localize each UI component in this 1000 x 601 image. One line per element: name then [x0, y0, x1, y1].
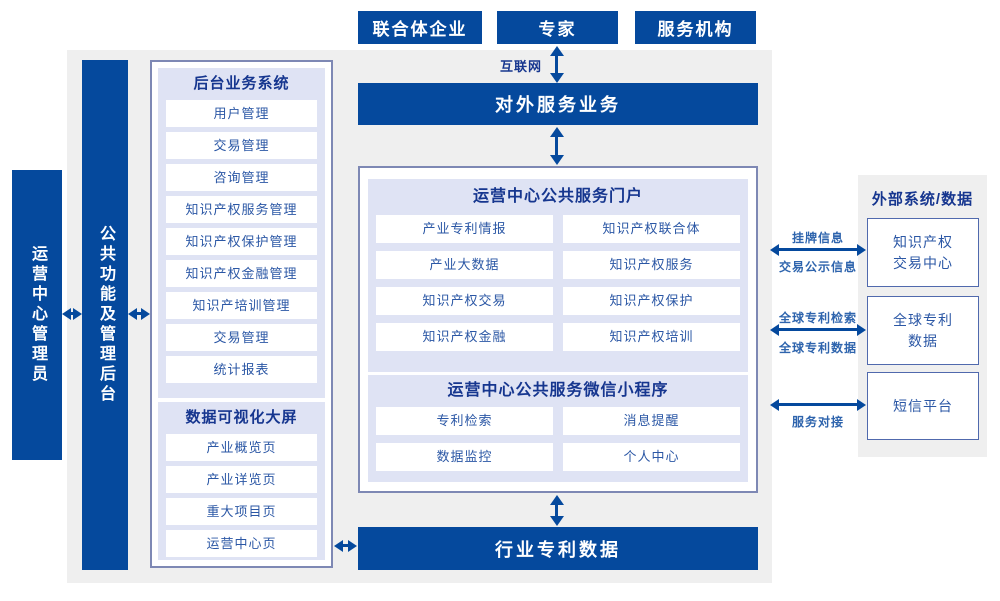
backend-item-trade-mgmt: 交易管理 [166, 132, 317, 159]
portal-item-ip-consortium: 知识产权联合体 [563, 215, 740, 243]
arrow-backend-to-systems [137, 312, 141, 315]
center-frame: 运营中心公共服务门户 产业专利情报 知识产权联合体 产业大数据 知识产权服务 知… [358, 166, 758, 493]
portal-item-ip-finance: 知识产权金融 [376, 323, 553, 351]
backend-item-ip-service-mgmt: 知识产权服务管理 [166, 196, 317, 223]
portal-item-ip-protection: 知识产权保护 [563, 287, 740, 315]
dashboard-item-major-projects: 重大项目页 [166, 498, 317, 525]
arrow-internet-vertical [555, 56, 558, 73]
miniprogram-title: 运营中心公共服务微信小程序 [447, 382, 669, 399]
portal-item-patent-intelligence: 产业专利情报 [376, 215, 553, 243]
miniprogram-item-patent-search: 专利检索 [376, 407, 553, 435]
backend-item-trade-mgmt-2: 交易管理 [166, 324, 317, 351]
backend-item-user-mgmt: 用户管理 [166, 100, 317, 127]
external-systems-title: 外部系统/数据 [871, 191, 974, 208]
backend-item-statistics-report: 统计报表 [166, 356, 317, 383]
external-systems-panel: 外部系统/数据 知识产权 交易中心 全球专利 数据 短信平台 [858, 175, 987, 457]
internet-label: 互联网 [499, 59, 542, 74]
miniprogram-panel: 运营中心公共服务微信小程序 专利检索 消息提醒 数据监控 个人中心 [368, 375, 748, 482]
public-functions-management-bar: 公共功能及管理后台 [82, 60, 128, 570]
arrow-portal-to-patent-data [555, 505, 558, 516]
portal-grid: 产业专利情报 知识产权联合体 产业大数据 知识产权服务 知识产权交易 知识产权保… [368, 215, 748, 359]
external-box-ip-trading-center: 知识产权 交易中心 [867, 218, 979, 287]
operations-center-admin-bar: 运营中心管理员 [12, 170, 62, 460]
dashboard-item-industry-detail: 产业详览页 [166, 466, 317, 493]
external-box-global-patent-data: 全球专利 数据 [867, 296, 979, 365]
backend-system-title: 后台业务系统 [193, 75, 290, 92]
link-label-global-patent-data: 全球专利数据 [778, 341, 857, 355]
arrow-service-to-portal [555, 137, 558, 155]
arrow-to-sms-platform [779, 403, 857, 406]
backend-item-ip-finance-mgmt: 知识产权金融管理 [166, 260, 317, 287]
arrow-to-global-patent-data [779, 328, 857, 331]
external-service-bar: 对外服务业务 [358, 83, 758, 125]
actor-box-service-institutions: 服务机构 [635, 11, 756, 44]
miniprogram-item-personal-center: 个人中心 [563, 443, 740, 471]
portal-item-ip-training: 知识产权培训 [563, 323, 740, 351]
portal-item-ip-service: 知识产权服务 [563, 251, 740, 279]
dashboard-item-operations-center: 运营中心页 [166, 530, 317, 557]
external-box-sms-platform: 短信平台 [867, 372, 979, 440]
arrow-to-ip-trading-center [779, 248, 857, 251]
link-label-global-patent-search: 全球专利检索 [778, 311, 857, 325]
link-label-listing-info: 挂牌信息 [791, 231, 844, 245]
backend-system-list: 用户管理 交易管理 咨询管理 知识产权服务管理 知识产权保护管理 知识产权金融管… [158, 100, 325, 394]
arrow-admin-to-backend [71, 312, 73, 315]
portal-title: 运营中心公共服务门户 [472, 188, 643, 205]
actor-box-experts: 专家 [497, 11, 618, 44]
portal-item-industry-bigdata: 产业大数据 [376, 251, 553, 279]
backend-item-ip-training-mgmt: 知识产培训管理 [166, 292, 317, 319]
backend-item-ip-protection-mgmt: 知识产权保护管理 [166, 228, 317, 255]
arrow-dashboard-to-patent-data [343, 544, 348, 547]
miniprogram-grid: 专利检索 消息提醒 数据监控 个人中心 [368, 407, 748, 479]
miniprogram-item-message-alert: 消息提醒 [563, 407, 740, 435]
dashboard-item-industry-overview: 产业概览页 [166, 434, 317, 461]
backend-item-consult-mgmt: 咨询管理 [166, 164, 317, 191]
miniprogram-item-data-monitor: 数据监控 [376, 443, 553, 471]
backend-container-frame: 后台业务系统 用户管理 交易管理 咨询管理 知识产权服务管理 知识产权保护管理 … [150, 60, 333, 568]
backend-system-panel: 后台业务系统 用户管理 交易管理 咨询管理 知识产权服务管理 知识产权保护管理 … [158, 68, 325, 398]
actor-box-consortium-enterprises: 联合体企业 [358, 11, 482, 44]
link-label-service-connection: 服务对接 [791, 415, 844, 429]
industry-patent-data-bar: 行业专利数据 [358, 527, 758, 570]
dashboard-list: 产业概览页 产业详览页 重大项目页 运营中心页 [158, 434, 325, 568]
dashboard-title: 数据可视化大屏 [185, 409, 298, 426]
portal-item-ip-trade: 知识产权交易 [376, 287, 553, 315]
portal-panel: 运营中心公共服务门户 产业专利情报 知识产权联合体 产业大数据 知识产权服务 知… [368, 179, 748, 372]
link-label-transaction-publicity: 交易公示信息 [778, 260, 857, 274]
dashboard-panel: 数据可视化大屏 产业概览页 产业详览页 重大项目页 运营中心页 [158, 402, 325, 560]
